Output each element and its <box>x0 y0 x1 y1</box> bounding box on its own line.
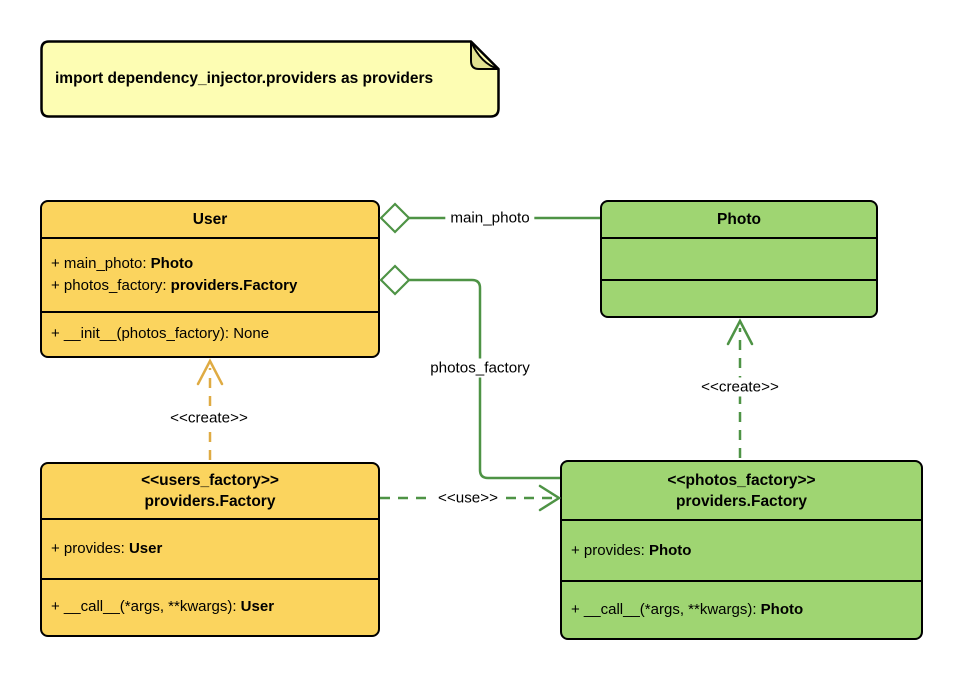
class-photo-methods <box>602 279 876 315</box>
class-user-methods: + __init__(photos_factory): None <box>42 311 378 355</box>
class-user[interactable]: User + main_photo: Photo + photos_factor… <box>40 200 380 358</box>
photos-factory-name: providers.Factory <box>676 492 807 510</box>
aggregation-diamond-main-photo-icon[interactable] <box>379 202 411 234</box>
user-attr-photos-factory: + photos_factory: providers.Factory <box>51 277 298 294</box>
edge-label-create-photo: <<create>> <box>696 377 784 397</box>
users-factory-method-call: + __call__(*args, **kwargs): User <box>51 598 275 615</box>
class-photo-title: Photo <box>602 202 876 237</box>
class-users-factory[interactable]: <<users_factory>> providers.Factory + pr… <box>40 462 380 637</box>
note-body <box>40 40 500 118</box>
edge-label-photos-factory: photos_factory <box>425 358 535 378</box>
note-shape <box>40 40 500 118</box>
class-photos-factory-methods: + __call__(*args, **kwargs): Photo <box>562 580 921 637</box>
edge-label-main-photo: main_photo <box>445 208 535 228</box>
photos-factory-method-call: + __call__(*args, **kwargs): Photo <box>571 600 804 618</box>
note-text: import dependency_injector.providers as … <box>55 70 434 87</box>
class-users-factory-attributes: + provides: User <box>42 518 378 578</box>
edge-label-create-user: <<create>> <box>165 408 253 428</box>
aggregation-diamond-photos-factory-icon[interactable] <box>379 264 411 296</box>
user-attr-main-photo: + main_photo: Photo <box>51 255 194 272</box>
class-user-attributes: + main_photo: Photo + photos_factory: pr… <box>42 237 378 311</box>
arrowhead-create-photo-icon <box>726 318 754 346</box>
arrowhead-create-user-icon <box>196 358 224 386</box>
note-fold-ear-icon <box>470 40 500 70</box>
arrowhead-use-icon <box>538 484 562 512</box>
class-photo[interactable]: Photo <box>600 200 878 318</box>
edge-photos-factory[interactable] <box>409 278 560 480</box>
users-factory-stereotype: <<users_factory>> <box>141 472 279 489</box>
import-note[interactable]: import dependency_injector.providers as … <box>40 40 500 118</box>
class-user-title: User <box>42 202 378 237</box>
photos-factory-attr-provides: + provides: Photo <box>571 541 692 559</box>
class-users-factory-title: <<users_factory>> providers.Factory <box>42 464 378 518</box>
edge-label-use: <<use>> <box>433 488 503 508</box>
class-photo-attributes <box>602 237 876 279</box>
user-method-init: + __init__(photos_factory): None <box>51 325 270 342</box>
class-photos-factory[interactable]: <<photos_factory>> providers.Factory + p… <box>560 460 923 640</box>
users-factory-attr-provides: + provides: User <box>51 540 163 557</box>
class-photos-factory-title: <<photos_factory>> providers.Factory <box>562 462 921 519</box>
photos-factory-stereotype: <<photos_factory>> <box>667 471 816 489</box>
class-users-factory-methods: + __call__(*args, **kwargs): User <box>42 578 378 634</box>
class-user-name: User <box>192 211 228 228</box>
users-factory-name: providers.Factory <box>144 493 276 510</box>
class-photos-factory-attributes: + provides: Photo <box>562 519 921 580</box>
class-photo-name: Photo <box>717 211 761 228</box>
